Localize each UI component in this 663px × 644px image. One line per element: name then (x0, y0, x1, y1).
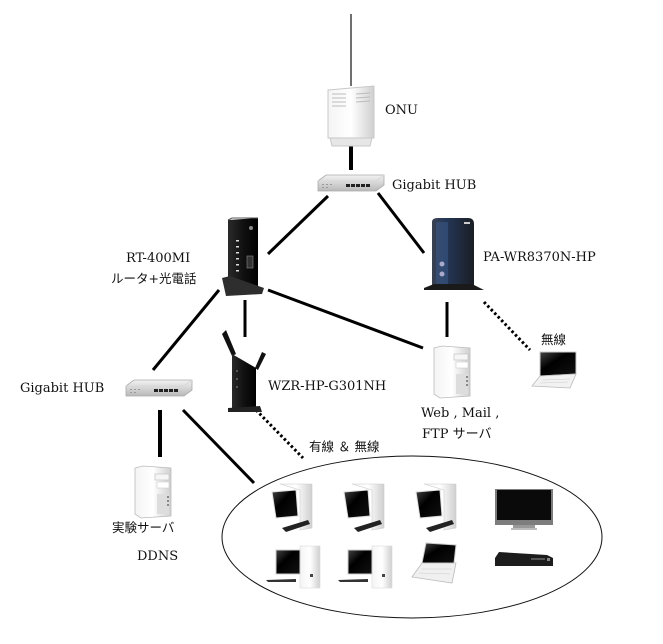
edge-hub-left-lan-group (181, 408, 256, 485)
server-web-sublabel: FTP サーバ (422, 427, 492, 442)
edge-ap-buffalo-lan-group (254, 408, 305, 460)
router-icon (222, 217, 264, 296)
wireless-router-icon (424, 218, 484, 290)
wireless-router-icon (222, 330, 266, 412)
connections (151, 14, 532, 485)
ap-nec-label: PA-WR8370N-HP (483, 250, 596, 265)
onu-label: ONU (385, 103, 418, 118)
server-test-label: 実験サーバ (112, 520, 175, 535)
ap-buffalo-label: WZR-HP-G301NH (268, 379, 387, 394)
desktop-pc-icon (271, 483, 313, 532)
edge-hub-router (266, 194, 330, 256)
server-tower-icon (134, 465, 172, 519)
wireless-label: 無線 (541, 332, 567, 347)
router-sublabel: ルータ+光電話 (111, 271, 197, 286)
server-web-label: Web , Mail , (421, 406, 500, 421)
server-tower-icon (433, 345, 471, 399)
hub-top-label: Gigabit HUB (392, 178, 477, 193)
edge-router-hub-left (151, 289, 221, 371)
recorder-icon (495, 552, 553, 566)
laptop-icon (531, 351, 577, 389)
switch-hub-icon (317, 174, 385, 192)
desktop-pc-icon (338, 545, 393, 589)
switch-hub-icon (125, 379, 193, 397)
lan-group-ellipse (221, 455, 603, 619)
client-group (266, 483, 553, 589)
lan-group-label: 有線 ＆ 無線 (309, 439, 380, 454)
router-label: RT-400MI (126, 251, 191, 266)
edge-ap-nec-laptop-wireless (482, 300, 532, 352)
laptop-icon (411, 542, 457, 584)
desktop-pc-icon (266, 545, 321, 589)
edge-hub-ap-nec (376, 192, 426, 254)
onu-terminal-icon (327, 85, 375, 147)
hub-left-label: Gigabit HUB (20, 381, 105, 396)
edge-router-server-web (267, 288, 424, 350)
server-test-sublabel: DDNS (137, 549, 179, 564)
tv-monitor-icon (495, 489, 553, 530)
desktop-pc-icon (343, 483, 385, 532)
desktop-pc-icon (415, 483, 457, 532)
